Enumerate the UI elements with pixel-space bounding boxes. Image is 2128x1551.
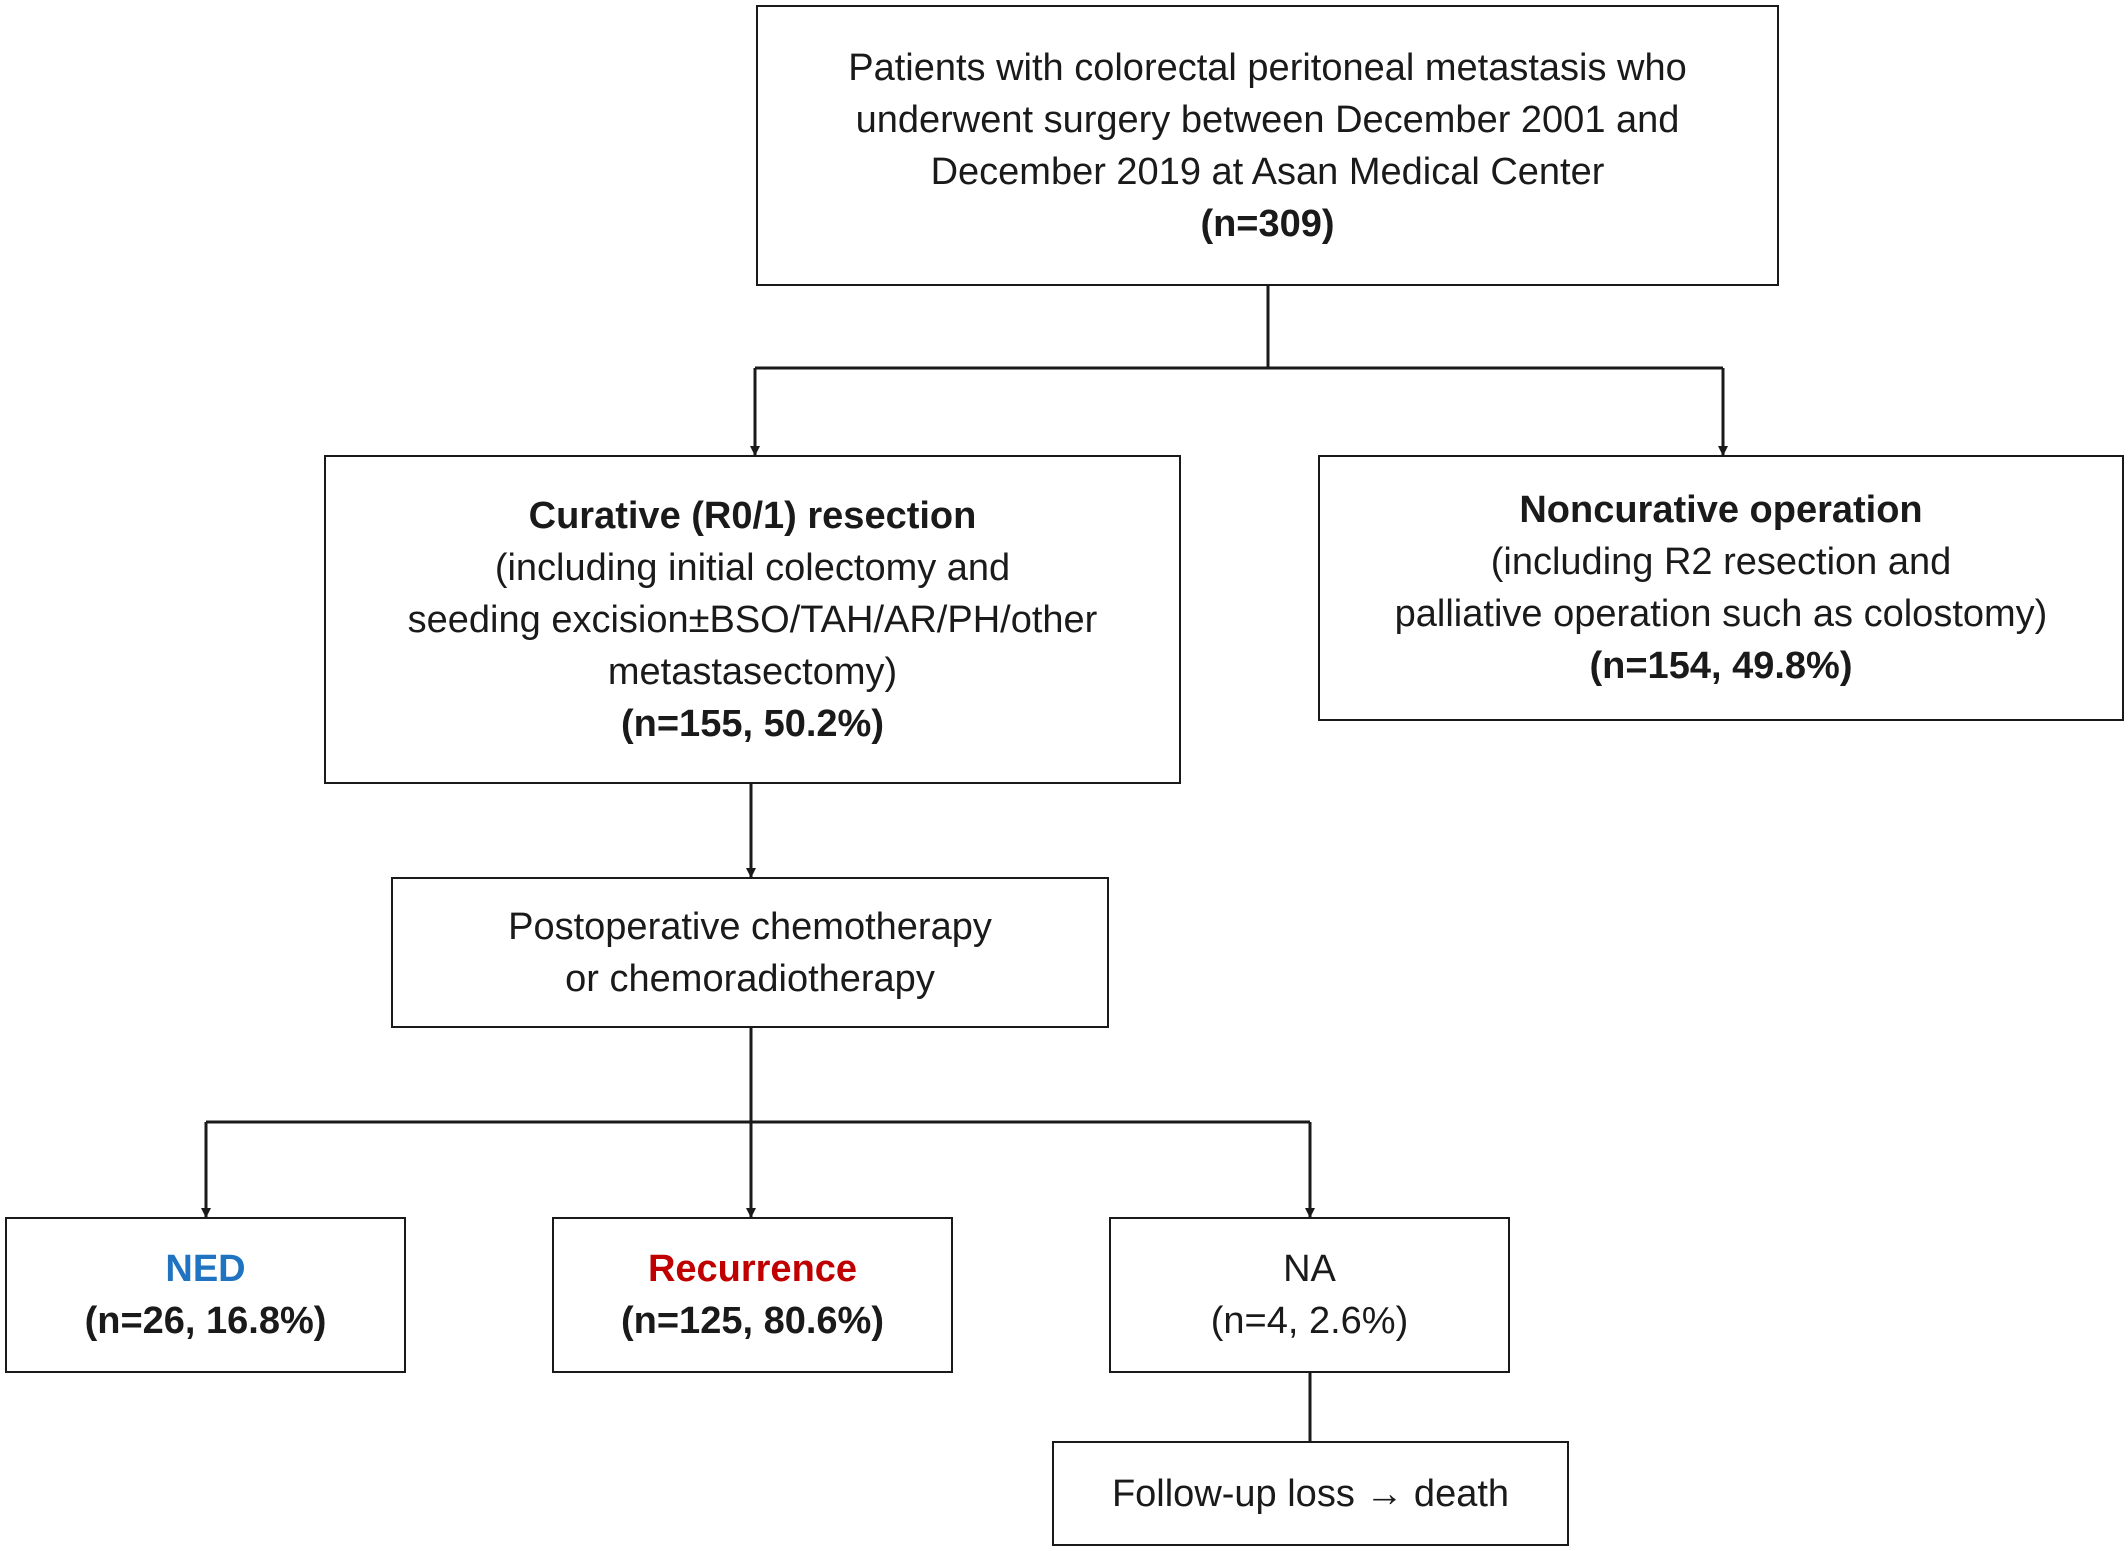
- ned-title: NED: [165, 1248, 246, 1290]
- noncurative-box: Noncurative operation (including R2 rese…: [1318, 455, 2124, 721]
- root-box: Patients with colorectal peritoneal meta…: [756, 5, 1779, 286]
- ned-count: (n=26, 16.8%): [84, 1300, 327, 1342]
- followup-box: Follow-up loss → death: [1052, 1441, 1569, 1546]
- followup-label: Follow-up loss → death: [1111, 1472, 1510, 1515]
- chemo-line-2: or chemoradiotherapy: [565, 957, 935, 1000]
- curative-line-1: (including initial colectomy and: [494, 546, 1011, 589]
- curative-box: Curative (R0/1) resection (including ini…: [324, 455, 1181, 784]
- noncurative-title: Noncurative operation: [1519, 489, 1923, 531]
- na-count: (n=4, 2.6%): [1210, 1300, 1409, 1342]
- noncurative-count: (n=154, 49.8%): [1589, 645, 1853, 687]
- chemo-box: Postoperative chemotherapy or chemoradio…: [391, 877, 1109, 1028]
- recurrence-title: Recurrence: [647, 1248, 858, 1290]
- na-title: NA: [1283, 1248, 1336, 1290]
- root-line-1: Patients with colorectal peritoneal meta…: [848, 46, 1687, 89]
- noncurative-line-1: (including R2 resection and: [1490, 541, 1952, 583]
- root-count: (n=309): [1200, 202, 1335, 245]
- root-line-3: December 2019 at Asan Medical Center: [930, 150, 1605, 193]
- curative-count: (n=155, 50.2%): [621, 702, 884, 745]
- curative-title: Curative (R0/1) resection: [528, 494, 977, 537]
- recurrence-box: Recurrence (n=125, 80.6%): [552, 1217, 953, 1373]
- ned-box: NED (n=26, 16.8%): [5, 1217, 406, 1373]
- curative-line-2: seeding excision±BSO/TAH/AR/PH/other: [407, 598, 1098, 641]
- noncurative-line-2: palliative operation such as colostomy): [1394, 593, 2048, 635]
- recurrence-count: (n=125, 80.6%): [621, 1300, 884, 1342]
- na-box: NA (n=4, 2.6%): [1109, 1217, 1510, 1373]
- chemo-line-1: Postoperative chemotherapy: [508, 905, 992, 948]
- root-line-2: underwent surgery between December 2001 …: [855, 98, 1680, 141]
- curative-line-3: metastasectomy): [607, 650, 898, 693]
